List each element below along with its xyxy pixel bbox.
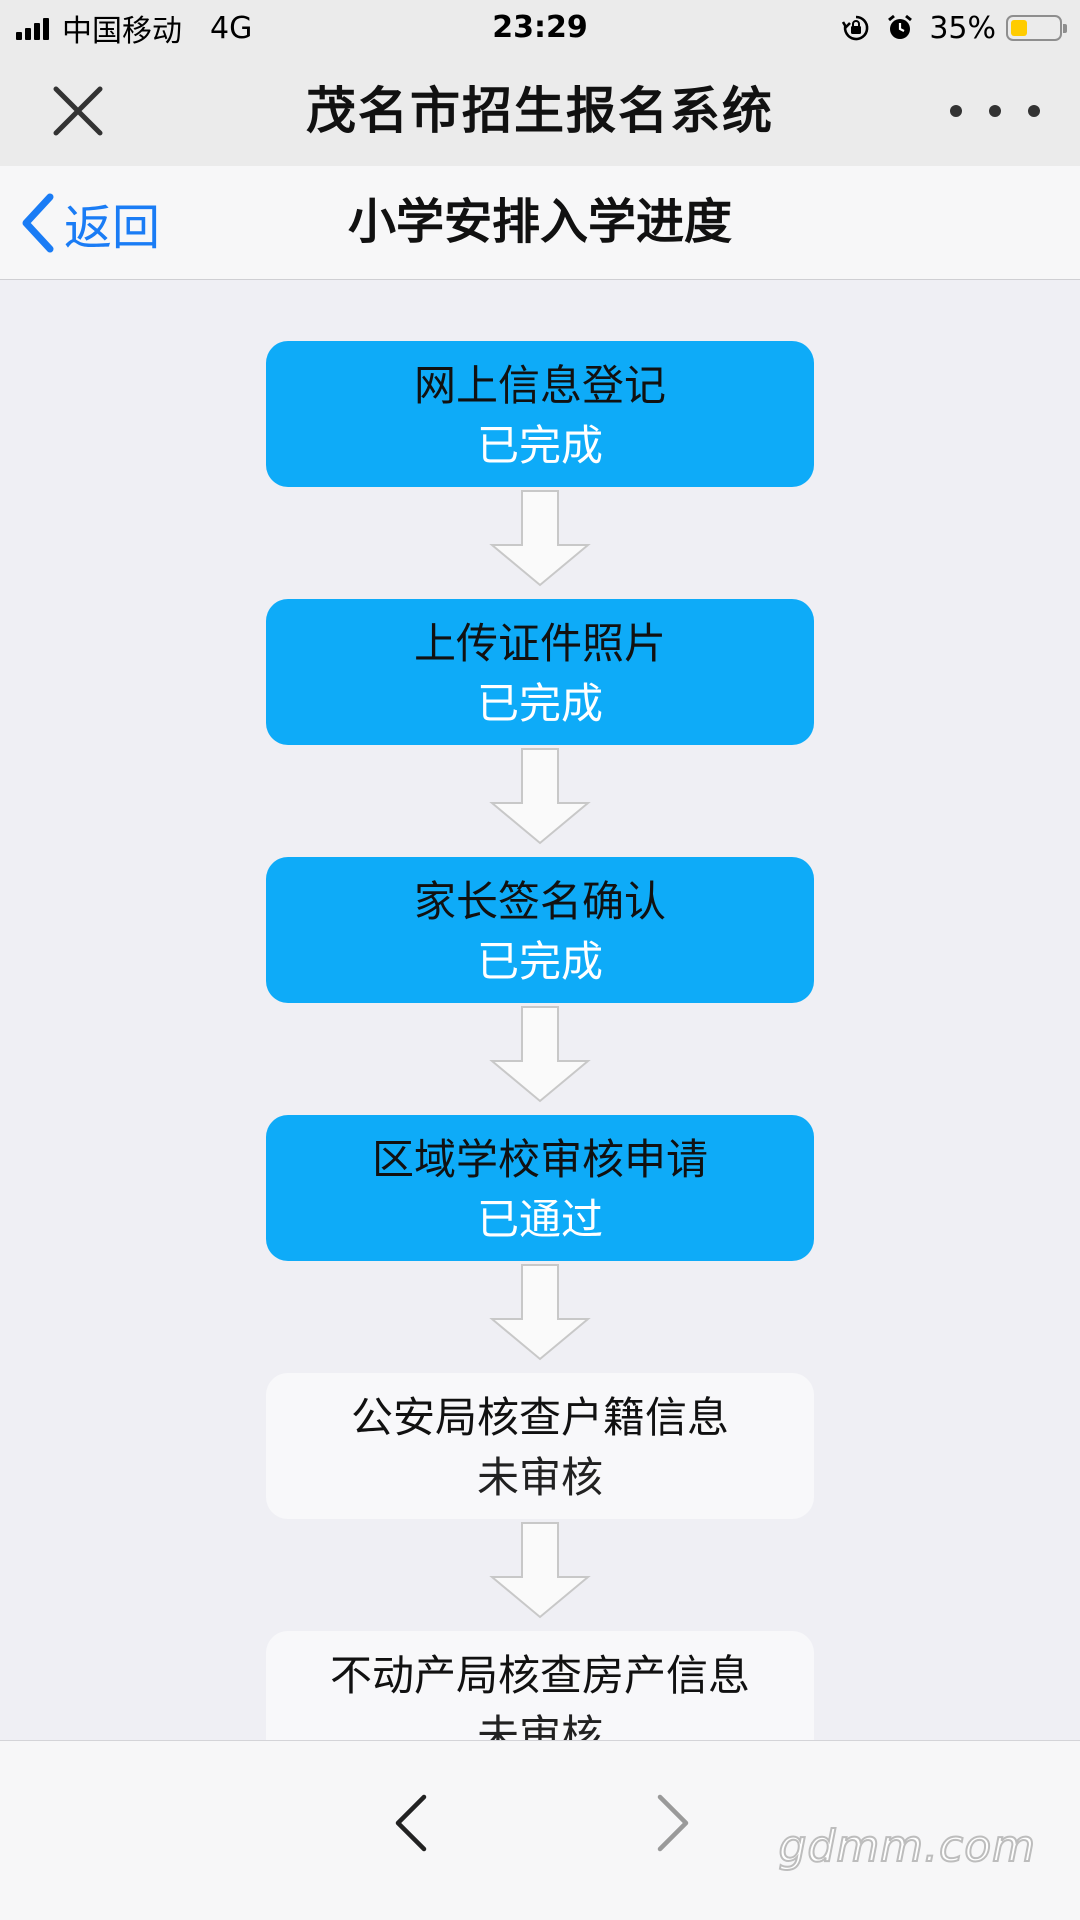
battery-level	[1011, 20, 1027, 36]
back-button[interactable]: 返回	[16, 186, 160, 260]
status-right: 35%	[841, 8, 1067, 48]
down-arrow-icon	[489, 1264, 591, 1361]
browser-toolbar: gdmm.com	[0, 1740, 1080, 1920]
signal-icon	[16, 16, 52, 40]
battery-icon	[1006, 15, 1067, 41]
step-title: 网上信息登记	[413, 361, 666, 410]
step-title: 区域学校审核申请	[371, 1135, 708, 1184]
rotation-lock-icon	[842, 15, 869, 41]
step-title: 公安局核查户籍信息	[350, 1393, 729, 1442]
chevron-left-icon	[22, 193, 54, 253]
down-arrow-icon	[489, 1006, 591, 1103]
step-status: 已完成	[476, 679, 603, 728]
step-property-check: 不动产局核查房产信息 未审核	[266, 1631, 814, 1740]
step-title: 家长签名确认	[413, 877, 666, 926]
battery-percent: 35%	[929, 10, 996, 46]
step-status: 未审核	[476, 1711, 603, 1740]
chevron-left-icon[interactable]	[386, 1791, 436, 1855]
back-label: 返回	[64, 200, 161, 256]
nav-bar: 返回 小学安排入学进度	[0, 166, 1080, 280]
alarm-icon	[888, 14, 913, 39]
step-parent-signature: 家长签名确认 已完成	[266, 857, 814, 1003]
more-icon[interactable]	[950, 91, 1040, 131]
status-time: 23:29	[492, 10, 588, 45]
step-school-review: 区域学校审核申请 已通过	[266, 1115, 814, 1261]
down-arrow-icon	[489, 748, 591, 845]
step-upload-id-photo: 上传证件照片 已完成	[266, 599, 814, 745]
step-status: 已通过	[476, 1195, 603, 1244]
page-title: 小学安排入学进度	[347, 194, 732, 250]
watermark: gdmm.com	[777, 1820, 1036, 1873]
step-title: 不动产局核查房产信息	[329, 1651, 750, 1700]
step-status: 已完成	[476, 421, 603, 470]
step-title: 上传证件照片	[413, 619, 666, 668]
step-status: 已完成	[476, 937, 603, 986]
down-arrow-icon	[489, 1522, 591, 1619]
step-police-household-check: 公安局核查户籍信息 未审核	[266, 1373, 814, 1519]
close-icon[interactable]	[48, 81, 108, 141]
chevron-right-icon[interactable]	[648, 1791, 698, 1855]
app-header: 茂名市招生报名系统	[0, 56, 1080, 166]
progress-list: 网上信息登记 已完成 上传证件照片 已完成 家长签名确认 已完成 区域学校审核申…	[0, 281, 1080, 1740]
carrier-name: 中国移动	[62, 14, 182, 49]
step-status: 未审核	[476, 1453, 603, 1502]
status-left: 中国移动 4G	[16, 8, 253, 49]
network-type: 4G	[210, 10, 253, 46]
app-title: 茂名市招生报名系统	[306, 82, 774, 140]
down-arrow-icon	[489, 490, 591, 587]
status-bar: 中国移动 4G 23:29 35%	[0, 0, 1080, 56]
step-online-registration: 网上信息登记 已完成	[266, 341, 814, 487]
